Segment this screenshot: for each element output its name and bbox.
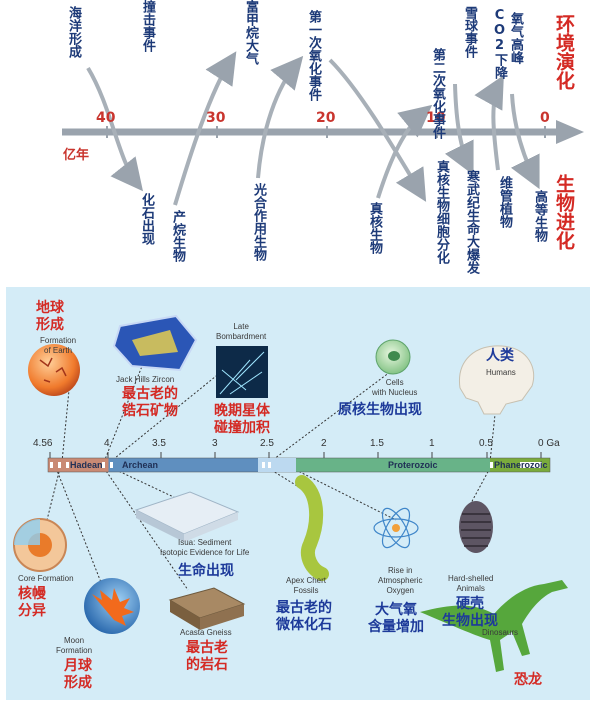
label-moon-cn: 月球 形成 bbox=[64, 658, 92, 691]
axis-tick-10: 10 bbox=[426, 110, 446, 126]
label-moon-en: Moon Formation bbox=[56, 636, 93, 655]
eon-archean: Archean bbox=[122, 460, 159, 470]
side-label-environment: 环境演化 bbox=[553, 14, 575, 90]
label-earth-en: Formation of Earth bbox=[40, 336, 77, 355]
arrow-alkane-to-methane bbox=[173, 51, 237, 206]
ga-tick-1: 1 bbox=[429, 438, 435, 449]
arrow-snowball-to-cambrian bbox=[444, 83, 474, 176]
axis-tick-40: 40 bbox=[96, 110, 116, 126]
label-core-cn: 核幔 分异 bbox=[18, 586, 46, 619]
bio-event-eukaryote: 真核生物 bbox=[367, 202, 382, 254]
top-panel: 环境演化 生物进化 亿年 40 30 20 10 0 海洋形成 撞击事件 富甲烷… bbox=[0, 0, 594, 283]
label-bombard-en: Late Bombardment bbox=[216, 322, 267, 341]
axis-tick-0: 0 bbox=[540, 110, 550, 126]
earth-illustration bbox=[28, 344, 80, 396]
skull-illustration bbox=[459, 345, 535, 415]
label-shell-cn: 硬壳 生物出现 bbox=[442, 596, 498, 629]
side-label-biology: 生物进化 bbox=[553, 174, 575, 250]
label-oxygen-en: Rise in Atmospheric Oxygen bbox=[378, 566, 423, 595]
label-isua-en: Isua: Sediment Isotopic Evidence for Lif… bbox=[160, 538, 250, 557]
time-axis-arrowhead bbox=[556, 120, 584, 144]
trilobite-illustration bbox=[459, 501, 493, 553]
env-event-co2-drop: CO2下降 bbox=[492, 8, 507, 79]
time-axis-ticks bbox=[106, 126, 546, 138]
eon-bar-ticks bbox=[49, 452, 542, 458]
label-oxygen-cn: 大气氧 含量增加 bbox=[368, 602, 424, 635]
bio-event-higher: 高等生物 bbox=[532, 190, 547, 242]
ga-tick-1-5: 1.5 bbox=[370, 438, 384, 449]
label-zircon-cn: 最古老的 锆石矿物 bbox=[122, 386, 178, 419]
isua-illustration bbox=[134, 491, 240, 535]
env-event-methane: 富甲烷大气 bbox=[243, 0, 258, 65]
arrow-vascular-to-co2 bbox=[474, 75, 504, 171]
label-dino-en: Dinosaurs bbox=[482, 628, 519, 637]
axis-tick-20: 20 bbox=[316, 110, 336, 126]
eon-bar bbox=[47, 457, 551, 473]
arrow-oxidation-to-diff bbox=[328, 58, 427, 202]
eon-proterozoic: Proterozoic bbox=[388, 460, 438, 470]
label-acasta-cn: 最古老 的岩石 bbox=[186, 640, 228, 673]
axis-tick-30: 30 bbox=[206, 110, 226, 126]
label-cells-en: Cells with Nucleus bbox=[372, 378, 418, 397]
top-arrows bbox=[62, 51, 584, 206]
arrow-ocean-to-fossil bbox=[86, 66, 143, 192]
label-dino-cn: 恐龙 bbox=[514, 672, 542, 688]
label-humans-cn: 人类 bbox=[486, 348, 514, 364]
label-bombard-cn: 晚期星体 碰撞加积 bbox=[214, 403, 270, 436]
bio-event-fossil: 化石出现 bbox=[139, 193, 154, 245]
ga-tick-2: 2 bbox=[321, 438, 327, 449]
env-event-snowball: 雪球事件 bbox=[462, 6, 477, 58]
oxygen-illustration bbox=[373, 507, 419, 549]
bio-event-cambrian: 寒武纪生命大爆发 bbox=[464, 170, 479, 274]
bio-event-alkane: 产烷生物 bbox=[170, 210, 185, 262]
label-shell-en: Hard-shelled Animals bbox=[448, 574, 494, 593]
ga-tick-4: 4 bbox=[104, 438, 110, 449]
env-event-oxygen-peak: 氧气高峰 bbox=[508, 12, 523, 64]
eon-phanerozoic: Phanerozoic bbox=[494, 460, 548, 470]
label-isua-cn: 生命出现 bbox=[178, 563, 234, 579]
eon-bar-markers bbox=[50, 462, 542, 468]
bio-event-vascular: 维管植物 bbox=[497, 176, 512, 228]
eon-bar-highlight bbox=[258, 458, 296, 472]
chert-fossil-illustration bbox=[295, 475, 329, 581]
ga-tick-0: 0 Ga bbox=[538, 438, 560, 449]
env-event-ocean: 海洋形成 bbox=[66, 6, 81, 58]
dinosaur-illustration bbox=[420, 580, 568, 672]
ga-tick-3-5: 3.5 bbox=[152, 438, 166, 449]
arrow-photo-to-oxidation bbox=[256, 55, 304, 179]
env-event-impact: 撞击事件 bbox=[140, 0, 155, 52]
label-humans-en: Humans bbox=[486, 368, 516, 377]
label-core-en: Core Formation bbox=[18, 574, 74, 583]
eon-hadean: Hadean bbox=[70, 460, 103, 470]
axis-unit-label: 亿年 bbox=[63, 148, 90, 163]
arrow-eukaryote-to-ox2 bbox=[376, 104, 433, 199]
ga-tick-3: 3 bbox=[212, 438, 218, 449]
label-earth-cn: 地球 形成 bbox=[36, 300, 64, 333]
label-cells-cn: 原核生物出现 bbox=[338, 402, 422, 418]
ga-tick-2-5: 2.5 bbox=[260, 438, 274, 449]
ga-tick-0-5: 0.5 bbox=[479, 438, 493, 449]
label-acasta-en: Acasta Gneiss bbox=[180, 628, 232, 637]
label-zircon-en: Jack Hills Zircon bbox=[116, 375, 175, 384]
label-chert-en: Apex Chert Fossils bbox=[286, 576, 327, 595]
leader-lines bbox=[41, 345, 497, 591]
bio-event-eukaryote-diff: 真核生物细胞分化 bbox=[434, 160, 449, 264]
ga-tick-4-56: 4.56 bbox=[33, 438, 53, 449]
arrow-oxygen-to-higher bbox=[510, 93, 540, 190]
bio-event-photo: 光合作用生物 bbox=[251, 183, 266, 261]
label-chert-cn: 最古老的 微体化石 bbox=[276, 600, 332, 633]
